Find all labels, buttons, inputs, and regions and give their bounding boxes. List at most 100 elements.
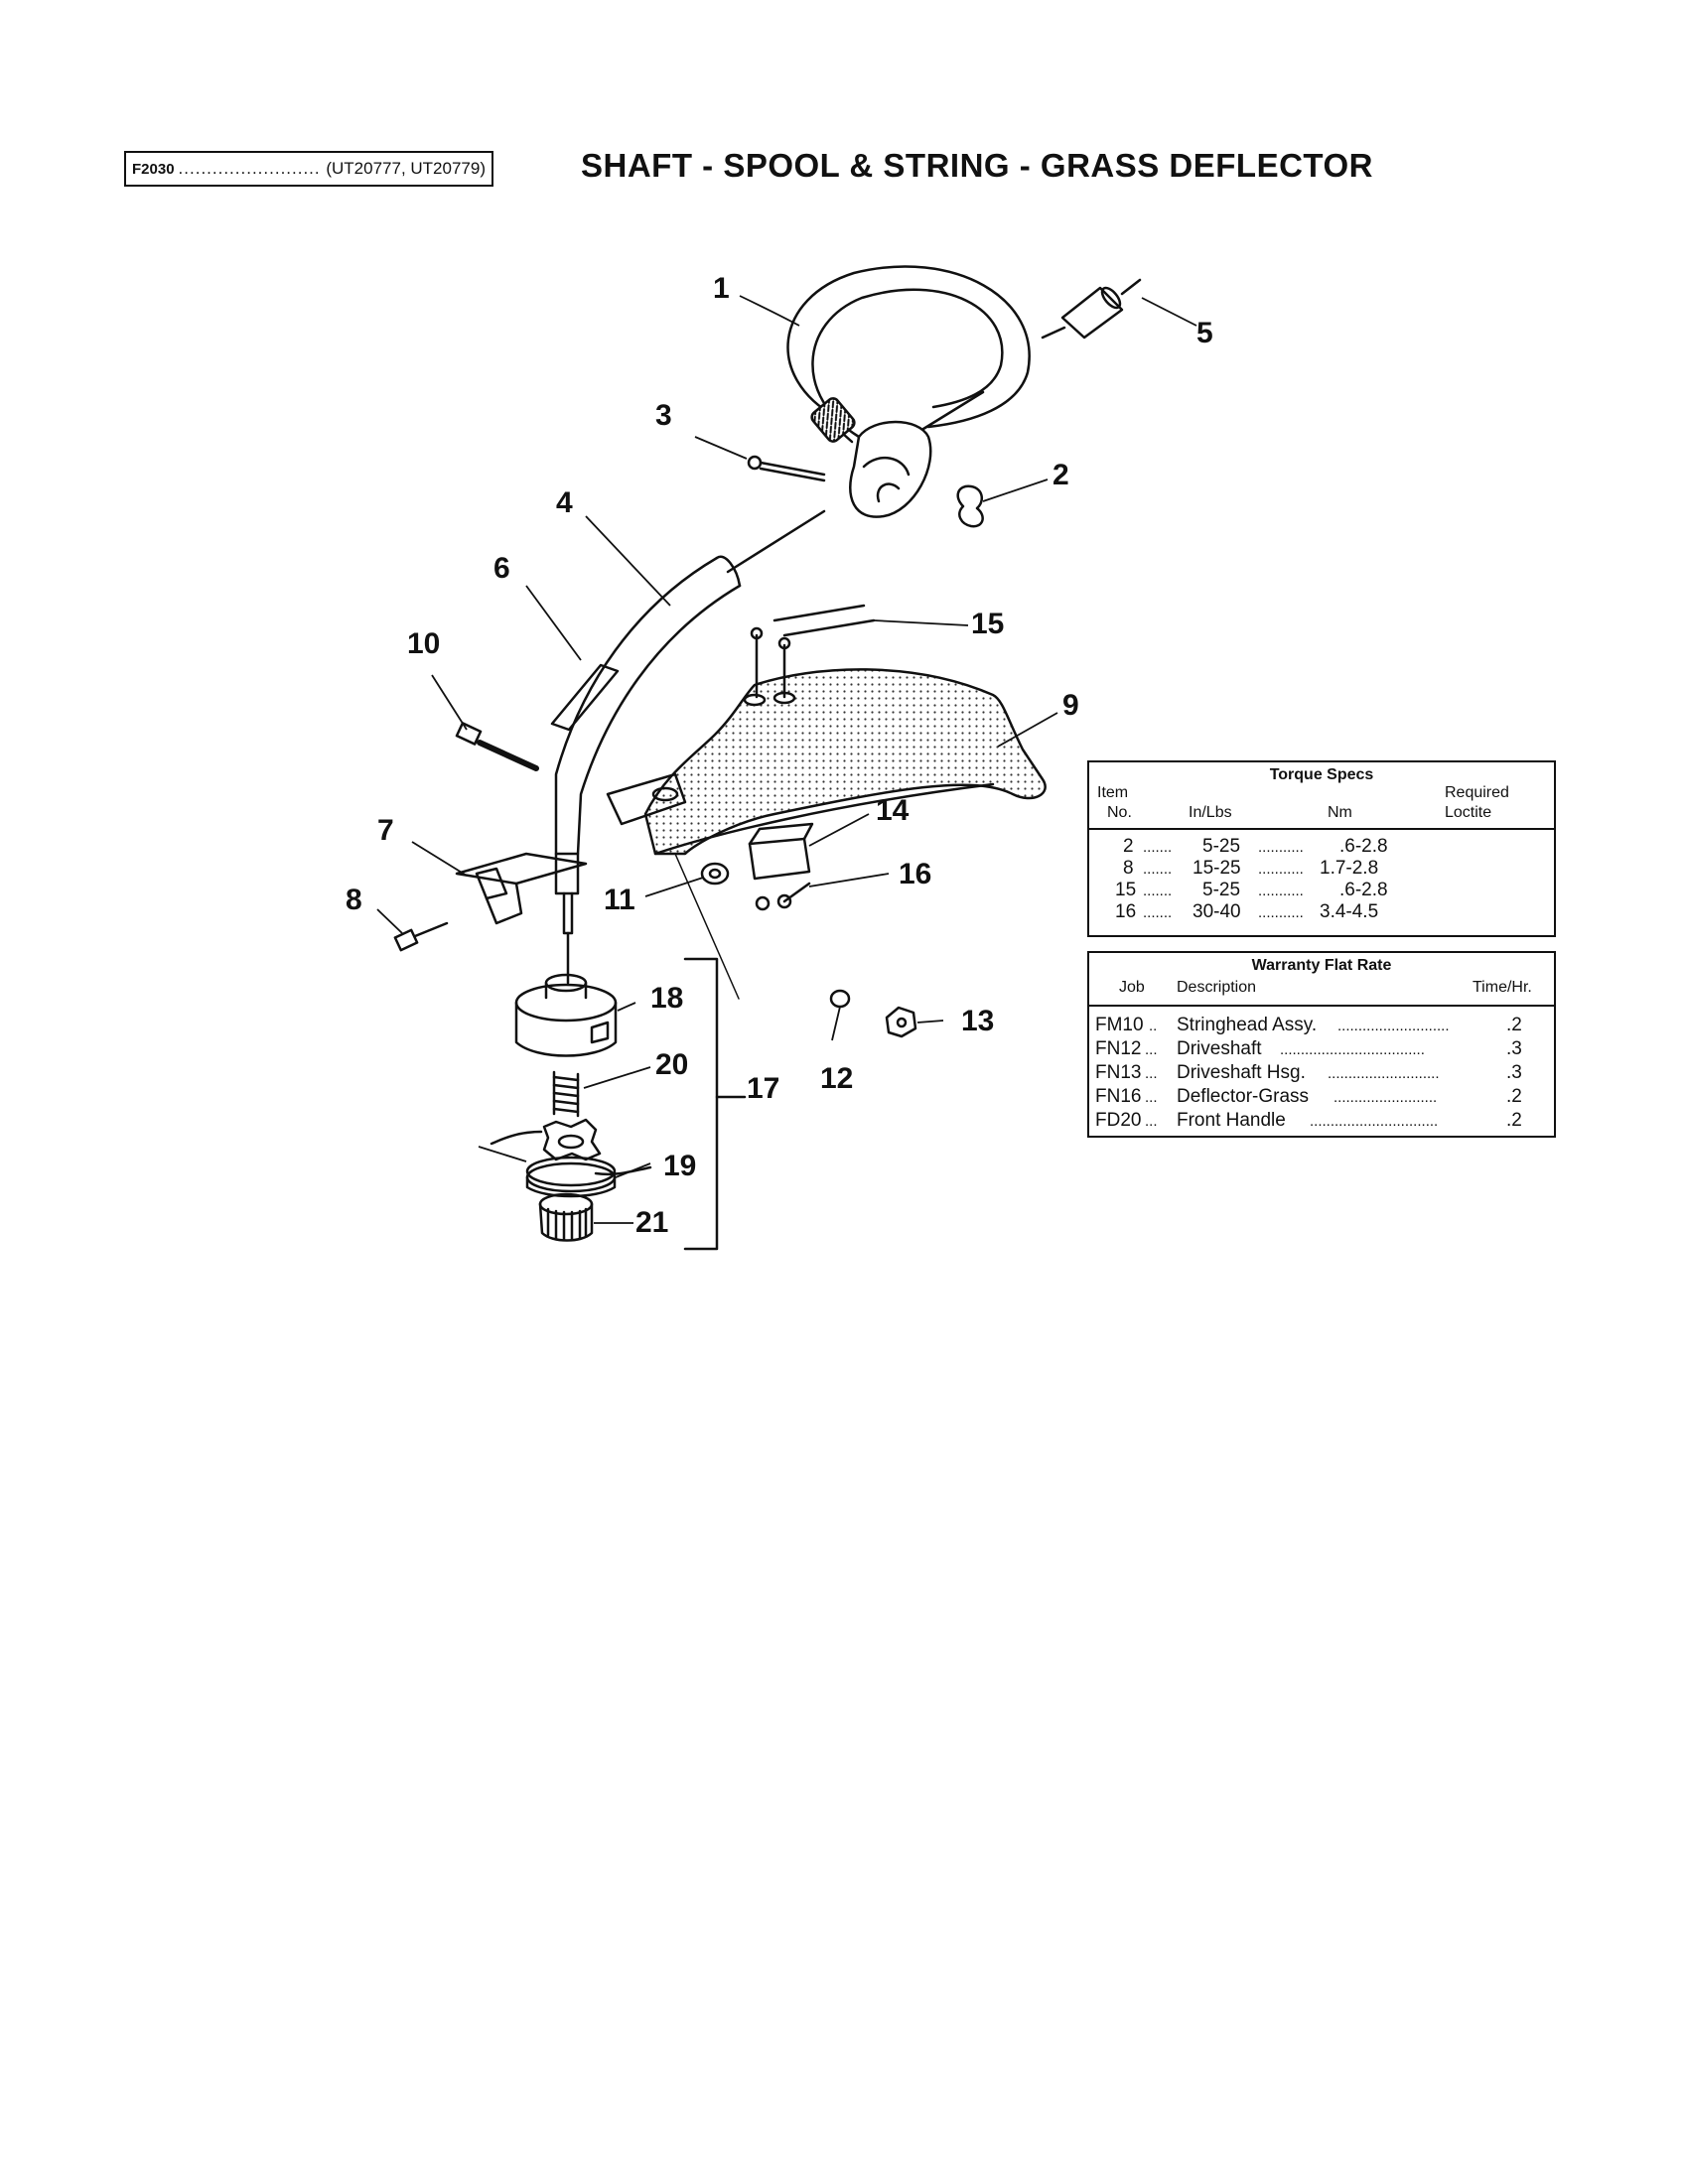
warranty-description: Driveshaft Hsg. <box>1177 1062 1306 1083</box>
callout-11: 11 <box>604 884 635 916</box>
torque-nm: 1.7-2.8 <box>1320 858 1379 879</box>
torque-inlbs: 15-25 <box>1193 858 1241 879</box>
warranty-time: .2 <box>1506 1086 1522 1107</box>
warranty-time: .3 <box>1506 1038 1522 1059</box>
callout-3: 3 <box>655 399 672 432</box>
callout-4: 4 <box>556 486 573 519</box>
torque-inlbs: 5-25 <box>1202 880 1241 900</box>
leader-lines <box>376 295 1197 1224</box>
model-numbers: (UT20777, UT20779) <box>326 159 486 178</box>
warranty-job: FN16 <box>1095 1086 1142 1107</box>
handle-bolt <box>747 455 826 482</box>
warranty-row: FN12 ... Driveshaft ....................… <box>1095 1038 1522 1059</box>
grass-deflector <box>606 668 1047 856</box>
exploded-parts-diagram: 1 2 3 4 5 6 7 8 9 10 11 12 13 14 15 16 1… <box>346 265 1213 1251</box>
callout-14: 14 <box>876 794 910 827</box>
callout-19: 19 <box>663 1150 696 1182</box>
torque-nm: .6-2.8 <box>1339 880 1388 900</box>
header-rule <box>1089 828 1554 830</box>
bracket-screw <box>393 921 449 952</box>
callout-13: 13 <box>961 1005 994 1037</box>
page-title: SHAFT - SPOOL & STRING - GRASS DEFLECTOR <box>581 147 1373 184</box>
torque-item: 15 <box>1115 880 1137 900</box>
warranty-time: .3 <box>1506 1062 1522 1083</box>
torque-inlbs: 30-40 <box>1193 901 1241 922</box>
torque-row: 16 ....... 30-40 ........... 3.4-4.5 <box>1115 901 1379 922</box>
callout-18: 18 <box>650 982 683 1015</box>
col-no-label: No. <box>1107 804 1132 821</box>
torque-nm: 3.4-4.5 <box>1320 901 1379 922</box>
spring <box>552 1070 580 1118</box>
torque-item: 2 <box>1123 836 1134 857</box>
callout-numbers: 1 2 3 4 5 6 7 8 9 10 11 12 13 14 15 16 1… <box>346 272 1213 1239</box>
warranty-flat-rate-table: Warranty Flat Rate Job Description Time/… <box>1087 951 1556 1138</box>
warranty-description: Stringhead Assy. <box>1177 1015 1318 1035</box>
callout-21: 21 <box>635 1206 668 1239</box>
warranty-time: .2 <box>1506 1110 1522 1131</box>
torque-item: 8 <box>1123 858 1134 879</box>
torque-specs-table: Torque Specs Item No. In/Lbs Nm Required… <box>1087 760 1556 937</box>
callout-6: 6 <box>493 552 510 585</box>
washer <box>674 853 740 1000</box>
torque-specs-title: Torque Specs <box>1269 766 1374 783</box>
spool-housing <box>514 973 618 1057</box>
col-inlbs-label: In/Lbs <box>1189 804 1232 821</box>
callout-15: 15 <box>971 608 1004 640</box>
callout-9: 9 <box>1062 689 1079 722</box>
callout-12: 12 <box>820 1062 853 1095</box>
warranty-description: Deflector-Grass <box>1177 1086 1310 1107</box>
hex-nut <box>885 1006 917 1038</box>
mounting-bracket <box>455 852 588 925</box>
col-time-label: Time/Hr. <box>1473 979 1532 996</box>
warranty-job: FN12 <box>1095 1038 1142 1059</box>
warranty-job: FM10 <box>1095 1015 1144 1035</box>
callout-16: 16 <box>899 858 931 890</box>
shaft-sleeve <box>550 663 620 732</box>
callout-20: 20 <box>655 1048 688 1081</box>
col-nm-label: Nm <box>1328 804 1352 821</box>
col-loctite-label: Loctite <box>1445 804 1492 821</box>
callout-2: 2 <box>1052 459 1069 491</box>
callout-1: 1 <box>713 272 730 305</box>
driveshaft-housing <box>554 509 826 985</box>
torque-nm: .6-2.8 <box>1339 836 1388 857</box>
callout-5: 5 <box>1196 317 1213 349</box>
warranty-title: Warranty Flat Rate <box>1251 957 1392 974</box>
header-rule <box>1089 1005 1554 1007</box>
warranty-row: FD20 ... Front Handle ..................… <box>1095 1110 1522 1131</box>
warranty-description: Driveshaft <box>1177 1038 1262 1059</box>
wing-nut <box>956 484 984 528</box>
spool-and-string <box>490 1118 652 1198</box>
callout-17: 17 <box>747 1072 779 1105</box>
deflector-screws <box>750 604 876 699</box>
reference-code: F2030 <box>132 160 175 178</box>
col-job-label: Job <box>1119 979 1145 996</box>
block-nuts <box>755 882 811 911</box>
col-item-label: Item <box>1097 784 1129 801</box>
warranty-job: FN13 <box>1095 1062 1142 1083</box>
warranty-time: .2 <box>1506 1015 1522 1035</box>
bump-knob <box>538 1192 594 1242</box>
warranty-row: FM10 .. Stringhead Assy. ...............… <box>1095 1015 1522 1035</box>
torque-row: 2 ....... 5-25 ........... .6-2.8 <box>1123 836 1388 857</box>
reference-box: F2030 (UT20777, UT20779) <box>124 151 493 187</box>
warranty-row: FN13 ... Driveshaft Hsg. ...............… <box>1095 1062 1522 1083</box>
col-required-label: Required <box>1445 784 1509 801</box>
deflector-clamp-block <box>748 822 814 881</box>
warranty-row: FN16 ... Deflector-Grass ...............… <box>1095 1086 1522 1107</box>
callout-10: 10 <box>407 627 440 660</box>
lock-washer <box>829 989 851 1009</box>
warranty-job: FD20 <box>1095 1110 1142 1131</box>
assembly-bracket <box>683 957 719 1251</box>
warranty-description: Front Handle <box>1177 1110 1286 1131</box>
torque-inlbs: 5-25 <box>1202 836 1241 857</box>
callout-8: 8 <box>346 884 362 916</box>
col-description-label: Description <box>1177 979 1257 996</box>
torque-row: 8 ....... 15-25 ........... 1.7-2.8 <box>1123 858 1379 879</box>
clamp-bolt <box>455 722 539 771</box>
front-handle <box>786 265 1031 518</box>
callout-7: 7 <box>377 814 394 847</box>
handle-grip <box>1041 278 1142 340</box>
torque-item: 16 <box>1115 901 1137 922</box>
torque-row: 15 ....... 5-25 ........... .6-2.8 <box>1115 880 1388 900</box>
